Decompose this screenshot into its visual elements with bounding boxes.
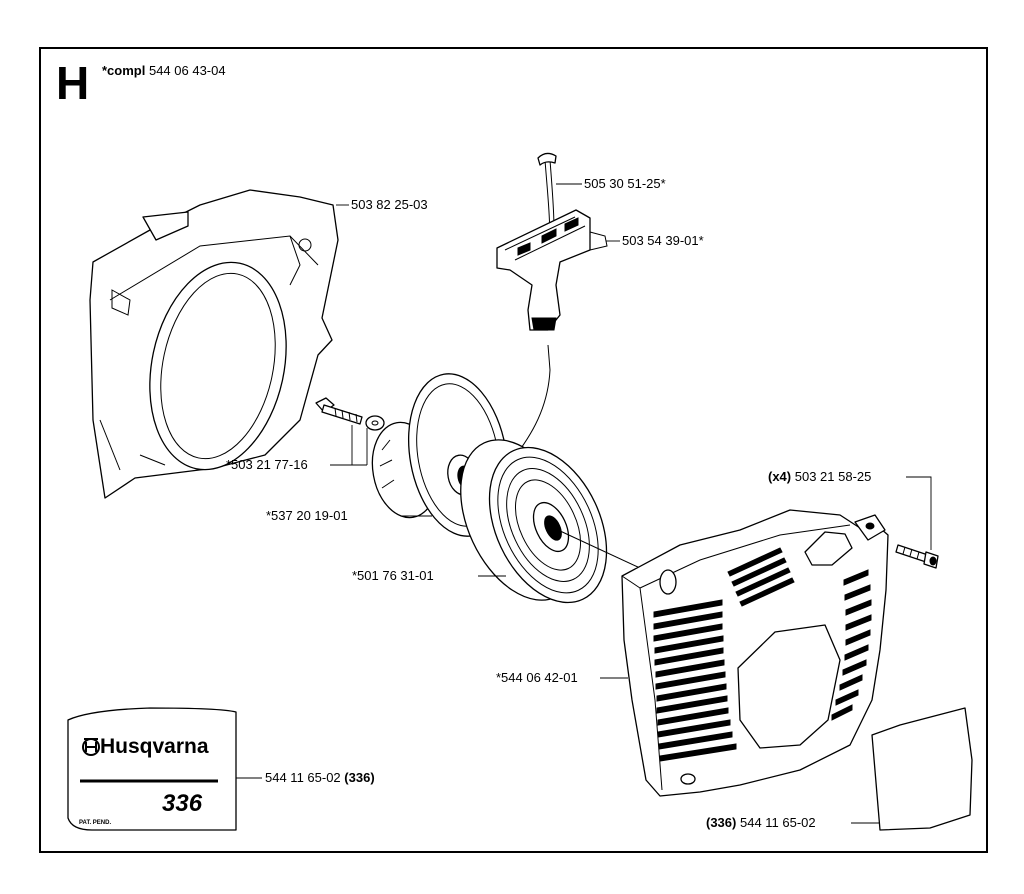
label-starter-cover: *544 06 42-01 (496, 670, 578, 685)
decal-brand-text: Husqvarna (100, 735, 209, 758)
section-letter: H (56, 57, 90, 109)
label-decal-left-number: 544 11 65-02 (265, 770, 341, 785)
compl-prefix: *compl (102, 63, 146, 78)
leader-screw-washer (330, 425, 368, 466)
label-handle: 503 54 39-01* (622, 233, 704, 248)
leader-cover-screw (906, 476, 932, 550)
decal-left-part (67, 707, 237, 831)
label-screw-washer: *503 21 77-16 (226, 457, 308, 472)
starter-cover-part (621, 509, 889, 797)
decal-right-part (871, 707, 973, 831)
label-decal-left: 544 11 65-02 (336) (265, 770, 375, 786)
cover-screw-part (895, 544, 939, 569)
label-decal-right: (336) 544 11 65-02 (706, 815, 816, 831)
label-cover-screws: (x4) 503 21 58-25 (768, 469, 871, 485)
starter-cover-vents (653, 547, 872, 762)
compl-number: 544 06 43-04 (148, 63, 226, 78)
label-cover-screws-qty: (x4) (768, 469, 792, 484)
label-decal-right-number: 544 11 65-02 (739, 815, 816, 830)
spring-cassette-part (460, 439, 641, 604)
decal-patent: PAT. PEND. (79, 820, 112, 826)
fan-housing-part (89, 189, 339, 499)
starter-handle-part (496, 209, 608, 331)
label-decal-right-model: (336) (706, 815, 737, 830)
label-cover-screws-number: 503 21 58-25 (794, 469, 872, 484)
diagram-frame (39, 47, 988, 853)
screw-washer-part (315, 397, 385, 431)
complete-assembly-label: *compl 544 06 43-04 (102, 63, 226, 79)
label-fan-housing: 503 82 25-03 (351, 197, 428, 212)
decal-model: 336 (162, 790, 203, 817)
label-rope: 505 30 51-25* (584, 176, 666, 191)
husqvarna-logo-icon (82, 738, 100, 756)
label-spring-cassette: *501 76 31-01 (352, 568, 434, 583)
decal-brand: Husqvarna (80, 735, 209, 759)
label-decal-left-model: (336) (344, 770, 375, 785)
label-pulley: *537 20 19-01 (266, 508, 348, 523)
